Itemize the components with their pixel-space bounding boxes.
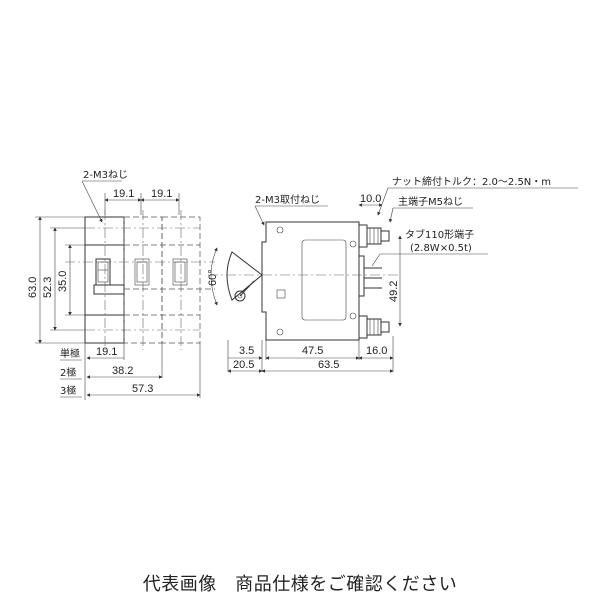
terminal-label: 主端子M5ねじ [398, 195, 463, 208]
bottom-terminal [358, 315, 390, 339]
height-inner-dim: 35.0 [57, 271, 69, 292]
pole-1-label: 単極 [60, 347, 80, 360]
pitch-2-dim: 19.1 [151, 188, 172, 200]
top-terminal [358, 224, 390, 248]
dim-vertical: 49.2 [388, 281, 400, 302]
caption: 代表画像 商品仕様をご確認ください [142, 574, 458, 595]
handle-2 [134, 258, 150, 286]
pole-1-width: 19.1 [96, 346, 117, 358]
dim-terminal: 16.0 [366, 345, 387, 357]
front-view: 2-M3ねじ 19.1 19.1 [27, 169, 215, 400]
toggle-handle [226, 251, 263, 301]
handle-1 [93, 258, 125, 295]
pole-3-width: 57.3 [132, 383, 153, 395]
body-label-area [301, 239, 347, 321]
height-total-dim: 63.0 [27, 277, 39, 298]
dim-top: 10.0 [360, 193, 381, 205]
tab-label: タブ110形端子 [405, 228, 474, 241]
dim-body: 47.5 [302, 345, 323, 357]
side-view: 2-M3取付ねじ ナット締付トルク：2.0〜2.5N・m 主端子M5ねじ タブ1… [207, 175, 578, 373]
height-mount-dim: 52.3 [42, 277, 54, 298]
front-screw-label: 2-M3ねじ [83, 169, 128, 181]
angle-dim: 60° [207, 269, 219, 286]
pole-3-label: 3極 [60, 384, 76, 397]
handle-3 [172, 258, 188, 286]
pitch-1-dim: 19.1 [113, 188, 134, 200]
pole-2-width: 38.2 [112, 365, 133, 377]
pole-2-label: 2極 [60, 366, 76, 379]
torque-label: ナット締付トルク：2.0〜2.5N・m [392, 175, 551, 188]
dim-total: 63.5 [318, 359, 339, 371]
tab-terminal [358, 255, 382, 297]
pole-width-table: 単極 19.1 2極 38.2 3極 57.3 [60, 343, 201, 400]
dim-handle-offset: 3.5 [239, 345, 254, 357]
pole-1-body [84, 216, 125, 344]
tab-spec: (2.8W×0.5t) [410, 243, 472, 254]
dim-handle-total: 20.5 [233, 359, 254, 371]
mount-screw-label: 2-M3取付ねじ [255, 193, 320, 206]
